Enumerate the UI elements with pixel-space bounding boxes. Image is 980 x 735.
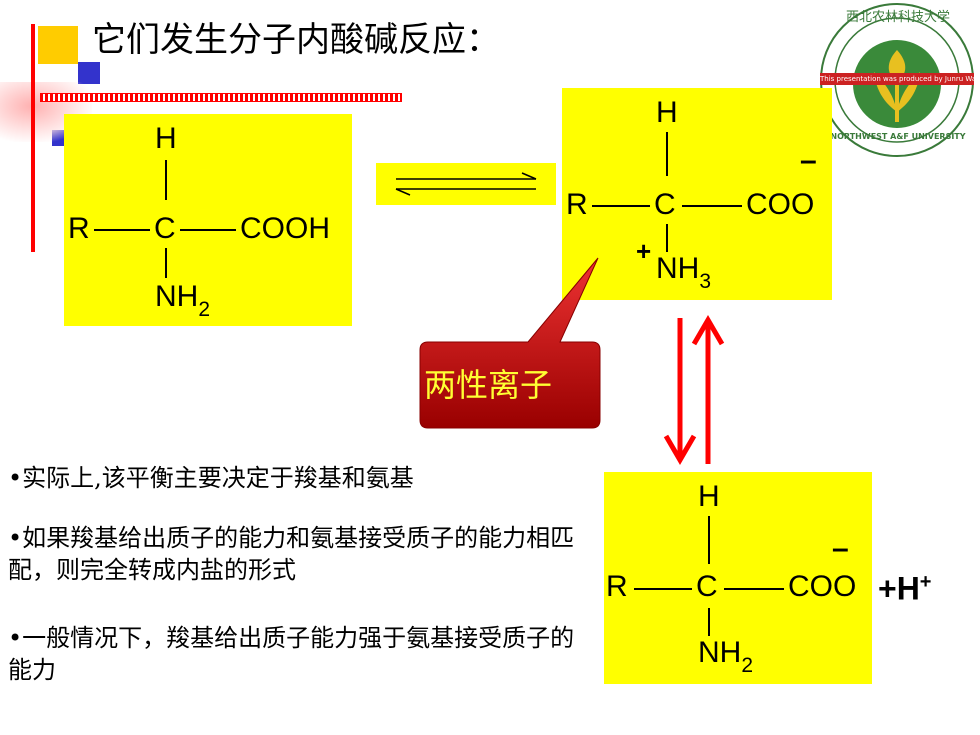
bullet-2: •如果羧基给出质子的能力和氨基接受质子的能力相匹配，则完全转成内盐的形式 bbox=[8, 524, 575, 584]
left-r-group: R bbox=[68, 212, 90, 245]
left-nh-label: NH bbox=[155, 280, 199, 313]
bottom-coo-group: COO bbox=[788, 570, 857, 603]
right-h-atom: H bbox=[656, 96, 678, 129]
right-molecule: H – R C COO + NH3 bbox=[562, 88, 832, 300]
callout-label: 两性离子 bbox=[424, 366, 553, 404]
proton-superscript: + bbox=[919, 571, 932, 593]
university-logo: 西北农林科技大学 This presentation was produced … bbox=[816, 0, 978, 160]
right-charge-plus: + bbox=[636, 236, 652, 266]
bottom-amino-group: NH2 bbox=[698, 636, 753, 677]
left-bond-right bbox=[180, 229, 236, 231]
left-h-atom: H bbox=[155, 122, 177, 155]
bullet-1: •实际上,该平衡主要决定于羧基和氨基 bbox=[8, 464, 414, 492]
logo-banner: This presentation was produced by Junru … bbox=[820, 73, 974, 85]
left-cooh-group: COOH bbox=[240, 212, 330, 245]
left-nh-subscript: 2 bbox=[198, 298, 211, 321]
right-bond-left bbox=[592, 205, 650, 207]
deco-yellow-square bbox=[38, 26, 78, 64]
equilibrium-arrows bbox=[376, 163, 556, 205]
logo-top-text: 西北农林科技大学 bbox=[845, 10, 950, 25]
logo-bottom-text: NORTHWEST A&F UNIVERSITY bbox=[830, 132, 966, 141]
right-coo-group: COO bbox=[746, 188, 815, 221]
left-bond-left bbox=[94, 229, 150, 231]
right-bond-top bbox=[666, 132, 668, 176]
right-bond-bottom bbox=[666, 224, 668, 252]
deco-dashed-line bbox=[40, 93, 402, 102]
bullet-3: •一般情况下，羧基给出质子能力强于氨基接受质子的能力 bbox=[8, 624, 575, 684]
bottom-c-atom: C bbox=[696, 570, 718, 603]
left-bond-bottom bbox=[165, 248, 167, 278]
right-r-group: R bbox=[566, 188, 588, 221]
right-charge-minus: – bbox=[800, 144, 817, 177]
right-c-atom: C bbox=[654, 188, 676, 221]
right-amino-group: NH3 bbox=[656, 252, 711, 293]
bottom-bond-bottom bbox=[708, 608, 710, 636]
proton-text: +H bbox=[878, 570, 920, 607]
callout-shape bbox=[419, 257, 601, 429]
left-molecule: H R C COOH NH2 bbox=[64, 114, 352, 326]
bottom-nh-label: NH bbox=[698, 636, 742, 669]
deco-blue-square bbox=[78, 62, 100, 84]
right-nh-subscript: 3 bbox=[699, 270, 712, 293]
vertical-equilibrium-arrows bbox=[660, 312, 728, 470]
zwitterion-callout: 两性离子 bbox=[410, 250, 610, 440]
bottom-charge-minus: – bbox=[832, 532, 849, 565]
right-nh-label: NH bbox=[656, 252, 700, 285]
left-bond-top bbox=[165, 160, 167, 200]
bottom-nh-subscript: 2 bbox=[741, 654, 754, 677]
proton-label: +H+ bbox=[878, 572, 931, 605]
page-title: 它们发生分子内酸碱反应： bbox=[92, 20, 500, 60]
vertical-arrows-icon bbox=[663, 315, 725, 465]
bottom-bond-left bbox=[634, 588, 692, 590]
deco-vertical-line bbox=[31, 24, 35, 252]
bottom-r-group: R bbox=[606, 570, 628, 603]
left-amino-group: NH2 bbox=[155, 280, 210, 321]
bottom-h-atom: H bbox=[698, 480, 720, 513]
right-bond-right bbox=[682, 205, 742, 207]
left-c-atom: C bbox=[154, 212, 176, 245]
equilibrium-arrows-icon bbox=[395, 172, 537, 196]
bottom-molecule: H – R C COO NH2 bbox=[604, 472, 872, 684]
bottom-bond-top bbox=[708, 516, 710, 564]
bottom-bond-right bbox=[724, 588, 784, 590]
